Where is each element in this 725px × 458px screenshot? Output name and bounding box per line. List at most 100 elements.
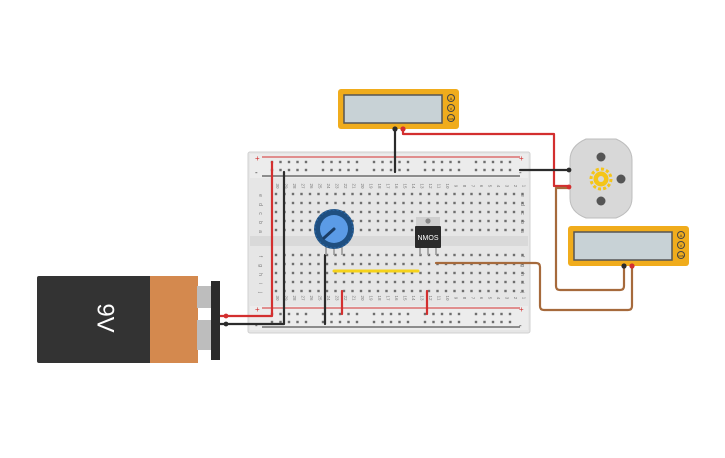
- motor-terminal-1[interactable]: [566, 167, 572, 173]
- row-label: f: [519, 256, 525, 258]
- battery-9v[interactable]: 9V: [37, 276, 229, 363]
- column-label: 3: [505, 297, 510, 300]
- column-label: 21: [352, 183, 357, 189]
- column-label: 11: [437, 184, 442, 189]
- column-label: 27: [301, 183, 306, 189]
- column-label: 15: [403, 295, 408, 301]
- potentiometer[interactable]: [314, 209, 354, 255]
- breadboard-holes[interactable]: [270, 160, 524, 324]
- column-label: 6: [479, 185, 484, 188]
- row-label: a: [257, 230, 263, 233]
- row-label: b: [257, 221, 263, 224]
- column-label: 22: [343, 295, 348, 301]
- multimeter-right-terminal-v: V: [680, 243, 683, 248]
- multimeter-right-probe-a[interactable]: [629, 263, 635, 269]
- row-label: i: [519, 283, 525, 284]
- wire-battery-negative[interactable]: [216, 170, 286, 326]
- rail-minus-top-right: -: [519, 168, 522, 177]
- row-label: c: [257, 212, 263, 215]
- column-label: 30: [275, 183, 280, 189]
- battery-label: 9V: [92, 303, 119, 332]
- column-label: 15: [403, 183, 408, 189]
- column-label: 23: [335, 183, 340, 189]
- wire-meter-right-a[interactable]: [434, 261, 634, 312]
- multimeter-top-terminal-com: COM: [448, 117, 456, 121]
- row-label: j: [257, 291, 263, 293]
- gear-icon: [589, 167, 613, 191]
- multimeter-right-probe-com[interactable]: [621, 263, 627, 269]
- row-label: f: [257, 256, 263, 258]
- multimeter-right[interactable]: A V COM: [568, 226, 689, 269]
- row-label: e: [519, 194, 525, 197]
- column-label: 13: [420, 295, 425, 301]
- rail-plus-bottom-right: +: [519, 305, 524, 314]
- column-label: 22: [343, 183, 348, 189]
- column-label: 12: [428, 183, 433, 189]
- row-label: a: [519, 230, 525, 233]
- row-label: b: [519, 221, 525, 224]
- wire-meter-right-com[interactable]: [554, 186, 626, 292]
- nmos-transistor[interactable]: NMOS: [415, 217, 441, 255]
- column-label: 8: [462, 185, 467, 188]
- column-label: 18: [377, 183, 382, 189]
- column-label: 10: [445, 183, 450, 189]
- multimeter-right-display: [573, 231, 673, 261]
- row-label: h: [257, 273, 263, 276]
- column-label: 8: [462, 297, 467, 300]
- column-label: 26: [309, 295, 314, 301]
- column-label: 20: [360, 183, 365, 189]
- rail-minus-bottom-left: -: [255, 321, 258, 330]
- column-label: 5: [488, 297, 493, 300]
- column-label: 16: [394, 295, 399, 301]
- column-label: 9: [454, 297, 459, 300]
- column-label: 14: [411, 295, 416, 301]
- column-label: 29: [284, 295, 289, 301]
- row-label: j: [519, 291, 525, 293]
- column-label: 6: [479, 297, 484, 300]
- column-label: 19: [369, 183, 374, 189]
- column-label: 25: [318, 295, 323, 301]
- battery-terminal-positive[interactable]: [223, 313, 229, 319]
- row-label: d: [257, 203, 263, 206]
- column-label: 1: [522, 297, 527, 300]
- motor-terminal-2[interactable]: [566, 184, 572, 190]
- column-label: 9: [454, 185, 459, 188]
- column-label: 4: [496, 185, 501, 188]
- wires[interactable]: [216, 127, 634, 326]
- row-label: i: [257, 283, 263, 284]
- rail-minus-top-left: -: [255, 168, 258, 177]
- battery-terminal-negative[interactable]: [223, 321, 229, 327]
- column-label: 11: [437, 296, 442, 301]
- multimeter-top-probe-com[interactable]: [392, 126, 398, 132]
- multimeter-top[interactable]: A V COM: [338, 89, 459, 132]
- column-label: 29: [284, 183, 289, 189]
- column-label: 7: [471, 297, 476, 300]
- column-label: 19: [369, 295, 374, 301]
- column-label: 13: [420, 183, 425, 189]
- multimeter-top-probe-v[interactable]: [400, 126, 406, 132]
- row-label: g: [519, 264, 525, 267]
- column-label: 18: [377, 295, 382, 301]
- transistor-label: NMOS: [418, 235, 439, 242]
- dc-motor[interactable]: [566, 138, 633, 219]
- row-label: e: [257, 194, 263, 197]
- row-label: d: [519, 203, 525, 206]
- row-label: c: [519, 212, 525, 215]
- column-label: 1: [522, 185, 527, 188]
- row-label: g: [257, 264, 263, 267]
- column-label: 5: [488, 185, 493, 188]
- column-label: 10: [445, 295, 450, 301]
- column-label: 28: [292, 183, 297, 189]
- column-label: 14: [411, 183, 416, 189]
- column-label: 17: [386, 183, 391, 189]
- column-label: 4: [496, 297, 501, 300]
- multimeter-right-terminal-com: COM: [678, 254, 686, 258]
- column-label: 3: [505, 185, 510, 188]
- column-label: 16: [394, 183, 399, 189]
- column-label: 24: [326, 295, 331, 301]
- wire-meter-top-v[interactable]: [401, 127, 572, 188]
- wire-battery-positive[interactable]: [216, 160, 274, 318]
